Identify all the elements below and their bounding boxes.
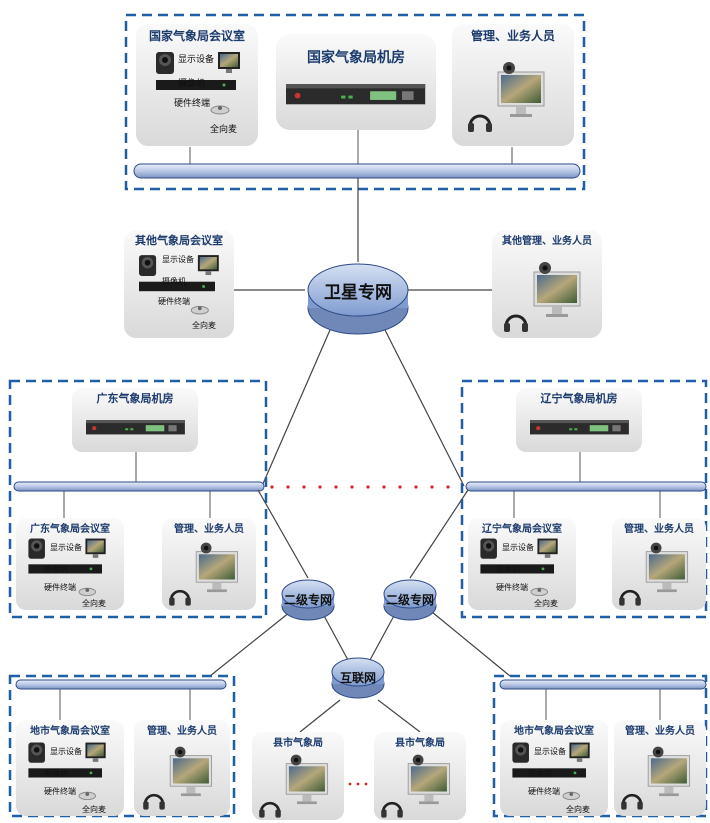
svg-text:全向麦: 全向麦 (192, 320, 216, 330)
svg-text:全向麦: 全向麦 (82, 598, 106, 608)
svg-text:全向麦: 全向麦 (82, 804, 106, 814)
svg-text:摄像机: 摄像机 (162, 276, 186, 286)
internet-network: 互联网 (331, 657, 385, 699)
liaoning-staff: 管理、业务人员 (612, 518, 706, 610)
other-staff: 其他管理、业务人员 (492, 230, 602, 338)
city-left-conference-room: 地市气象局会议室 显示设备 摄像机 硬件终端 全向麦 (16, 720, 124, 816)
city-right-bus (499, 679, 707, 690)
svg-text:显示设备: 显示设备 (178, 53, 214, 65)
svg-text:硬件终端: 硬件终端 (44, 582, 76, 592)
svg-text:国家气象局会议室: 国家气象局会议室 (149, 28, 245, 43)
svg-text:摄像机: 摄像机 (44, 768, 68, 778)
svg-text:管理、业务人员: 管理、业务人员 (624, 522, 694, 535)
second-level-network-left: 二级专网 (281, 579, 335, 621)
svg-text:全向麦: 全向麦 (534, 598, 558, 608)
svg-text:二级专网: 二级专网 (386, 592, 434, 607)
svg-text:管理、业务人员: 管理、业务人员 (174, 522, 244, 535)
liaoning-conference-room: 辽宁气象局会议室 显示设备 摄像机 硬件终端 全向麦 (468, 518, 576, 610)
city-left-bus (15, 679, 227, 690)
svg-text:辽宁气象局会议室: 辽宁气象局会议室 (482, 522, 562, 535)
national-staff: 管理、业务人员 (452, 24, 574, 146)
svg-text:二级专网: 二级专网 (284, 592, 332, 607)
svg-text:互联网: 互联网 (340, 671, 376, 685)
city-left-staff: 管理、业务人员 (134, 720, 230, 816)
guangdong-bus (13, 481, 265, 492)
county-office-2: 县市气象局 (374, 732, 466, 820)
svg-text:广东气象局机房: 广东气象局机房 (97, 391, 174, 405)
svg-text:县市气象局: 县市气象局 (395, 736, 445, 749)
connection-dots (270, 485, 450, 489)
guangdong-conference-room: 广东气象局会议室 显示设备 摄像机 硬件终端 全向麦 (16, 518, 124, 610)
guangdong-staff: 管理、业务人员 (162, 518, 256, 610)
svg-text:广东气象局会议室: 广东气象局会议室 (30, 522, 110, 535)
satellite-network: 卫星专网 (307, 263, 409, 335)
svg-text:摄像机: 摄像机 (178, 77, 205, 89)
svg-text:地市气象局会议室: 地市气象局会议室 (30, 724, 110, 737)
guangdong-region-border (8, 379, 268, 619)
svg-text:摄像机: 摄像机 (496, 564, 520, 574)
svg-text:显示设备: 显示设备 (502, 542, 534, 552)
svg-text:摄像机: 摄像机 (528, 768, 552, 778)
liaoning-machine-room: 辽宁气象局机房 (516, 388, 642, 452)
national-region-border (124, 13, 586, 191)
national-machine-room: 国家气象局机房 (276, 34, 436, 130)
svg-text:摄像机: 摄像机 (44, 564, 68, 574)
svg-text:县市气象局: 县市气象局 (273, 736, 323, 749)
other-conference-room: 其他气象局会议室 显示设备 摄像机 硬件终端 全向麦 (124, 230, 234, 338)
svg-text:全向麦: 全向麦 (210, 123, 237, 135)
svg-text:管理、业务人员: 管理、业务人员 (147, 724, 217, 737)
svg-text:硬件终端: 硬件终端 (44, 786, 76, 796)
national-bus (133, 163, 581, 179)
svg-text:硬件终端: 硬件终端 (528, 786, 560, 796)
svg-text:硬件终端: 硬件终端 (174, 97, 210, 109)
svg-text:辽宁气象局机房: 辽宁气象局机房 (541, 391, 618, 405)
svg-text:显示设备: 显示设备 (534, 746, 566, 756)
city-left-region-border (8, 674, 236, 818)
national-conference-room: 国家气象局会议室 显示设备 摄像机 硬件终端 全向麦 (136, 24, 258, 146)
county-dots (348, 782, 368, 786)
svg-text:硬件终端: 硬件终端 (496, 582, 528, 592)
county-office-1: 县市气象局 (252, 732, 344, 820)
svg-text:国家气象局机房: 国家气象局机房 (307, 49, 405, 66)
svg-text:其他气象局会议室: 其他气象局会议室 (135, 233, 223, 247)
svg-text:地市气象局会议室: 地市气象局会议室 (514, 724, 594, 737)
svg-text:管理、业务人员: 管理、业务人员 (625, 724, 695, 737)
liaoning-bus (465, 481, 707, 492)
svg-text:显示设备: 显示设备 (162, 254, 194, 264)
svg-text:全向麦: 全向麦 (566, 804, 590, 814)
svg-text:卫星专网: 卫星专网 (324, 282, 392, 303)
svg-text:硬件终端: 硬件终端 (158, 296, 190, 306)
svg-text:其他管理、业务人员: 其他管理、业务人员 (502, 234, 592, 247)
second-level-network-right: 二级专网 (383, 579, 437, 621)
city-right-staff: 管理、业务人员 (614, 720, 706, 816)
city-right-conference-room: 地市气象局会议室 显示设备 摄像机 硬件终端 全向麦 (500, 720, 608, 816)
svg-text:管理、业务人员: 管理、业务人员 (471, 28, 555, 43)
guangdong-machine-room: 广东气象局机房 (72, 388, 198, 452)
svg-text:显示设备: 显示设备 (50, 746, 82, 756)
svg-text:显示设备: 显示设备 (50, 542, 82, 552)
